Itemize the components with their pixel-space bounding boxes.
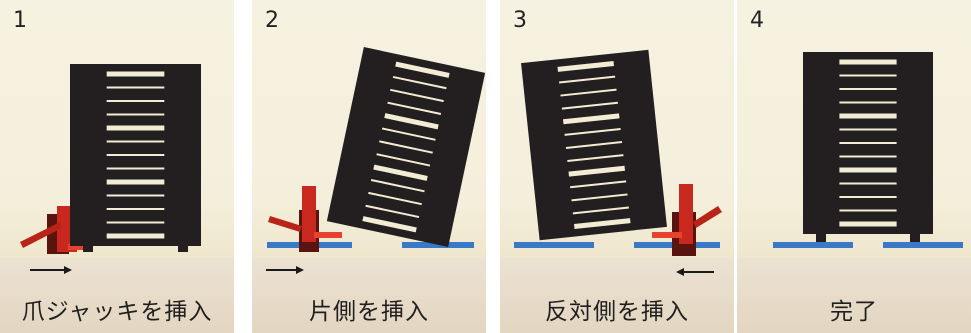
rack-slot xyxy=(370,178,425,193)
rack-slot xyxy=(565,141,623,149)
arrow-head xyxy=(64,266,72,274)
jack-claw xyxy=(652,232,682,238)
server-rack xyxy=(70,64,201,246)
rack-slot xyxy=(570,180,627,189)
rack-slot xyxy=(106,125,165,131)
jack-handle xyxy=(20,222,62,248)
rack-slot xyxy=(559,75,616,84)
rack-slot xyxy=(839,142,897,144)
rack-slot xyxy=(368,191,422,206)
rack-slot xyxy=(839,182,897,185)
step-illustration xyxy=(266,47,486,274)
floor-plate-right xyxy=(883,242,963,248)
step-caption: 反対側を挿入 xyxy=(545,299,689,325)
rack-slot xyxy=(106,154,165,156)
rack-slot xyxy=(839,128,897,131)
step-number: 3 xyxy=(513,8,527,33)
rack-slot xyxy=(365,204,420,219)
step-number: 4 xyxy=(750,8,764,33)
rack-slot xyxy=(106,208,165,210)
rack-slot xyxy=(839,113,897,119)
rack-slot xyxy=(381,127,436,141)
rack-slot xyxy=(839,101,897,104)
step-illustration xyxy=(20,64,201,274)
rack-slot xyxy=(572,206,629,215)
rack-slot xyxy=(839,221,897,227)
rack-slot xyxy=(387,101,442,116)
rack-slot xyxy=(106,113,165,116)
rack-slot xyxy=(106,140,165,143)
rack-slot xyxy=(373,164,428,181)
rack-foot-left xyxy=(83,246,93,252)
rack-foot-right xyxy=(178,246,188,252)
rack-slot xyxy=(839,74,897,77)
jack-handle xyxy=(268,216,302,232)
jack-body xyxy=(679,184,693,244)
step-panel-2: 2 片側を挿入 xyxy=(252,0,486,333)
rack-slot xyxy=(564,127,621,136)
rack-slot xyxy=(839,59,897,65)
rack-slot xyxy=(106,167,165,170)
rack-slot xyxy=(106,194,165,197)
server-rack xyxy=(521,49,667,241)
jack-claw xyxy=(314,232,342,238)
rack-slot xyxy=(106,100,165,102)
rack-slot xyxy=(384,113,439,130)
rack-slot xyxy=(839,88,897,90)
arrow-head xyxy=(676,268,684,276)
rack-slot xyxy=(560,88,617,97)
rack-slot xyxy=(839,167,897,173)
jack-claw xyxy=(68,244,92,250)
rack-slot xyxy=(379,140,433,154)
rack-slot xyxy=(106,233,165,239)
server-rack xyxy=(803,52,933,234)
floor xyxy=(737,258,971,333)
step-number: 1 xyxy=(13,8,27,33)
step-number: 2 xyxy=(265,8,279,33)
floor xyxy=(500,258,734,333)
rack-slot xyxy=(106,221,165,224)
step-caption: 完了 xyxy=(830,299,878,325)
rack-slot xyxy=(392,75,447,90)
rack-foot-left xyxy=(816,234,826,242)
rack-slot xyxy=(106,179,165,185)
step-illustration xyxy=(514,49,722,276)
rack-slot xyxy=(571,193,628,202)
step-caption: 片側を挿入 xyxy=(309,299,429,325)
jack-handle xyxy=(693,206,722,228)
step-caption: 爪ジャッキを挿入 xyxy=(21,299,213,325)
server-rack xyxy=(326,47,486,247)
floor-plate-left xyxy=(514,242,594,248)
rack-slot xyxy=(839,196,897,198)
rack-slot xyxy=(839,155,897,158)
rack-slot xyxy=(557,61,615,72)
rack-slot xyxy=(106,71,165,77)
step-panel-4: 4 完了 xyxy=(737,0,971,333)
jack-body xyxy=(302,186,316,242)
rack-slot xyxy=(561,101,618,110)
rack-slot xyxy=(376,153,431,167)
rack-slot xyxy=(573,218,631,229)
rack-slot xyxy=(106,86,165,89)
rack-slot xyxy=(395,61,450,78)
step-panel-3: 3 反対側を挿入 xyxy=(500,0,734,333)
arrow-head xyxy=(296,266,304,274)
floor-plate-right xyxy=(402,242,474,248)
step-panel-1: 1 爪ジャッキを挿入 xyxy=(0,0,234,333)
floor-plate-left xyxy=(773,242,853,248)
rack-slot xyxy=(390,88,444,103)
rack-slot xyxy=(839,209,897,212)
rack-foot-right xyxy=(910,234,920,242)
rack-slot xyxy=(568,165,626,177)
rack-slot xyxy=(362,216,417,233)
rack-slot xyxy=(567,154,624,163)
step-illustration xyxy=(773,52,963,248)
rack-slot xyxy=(562,113,620,125)
